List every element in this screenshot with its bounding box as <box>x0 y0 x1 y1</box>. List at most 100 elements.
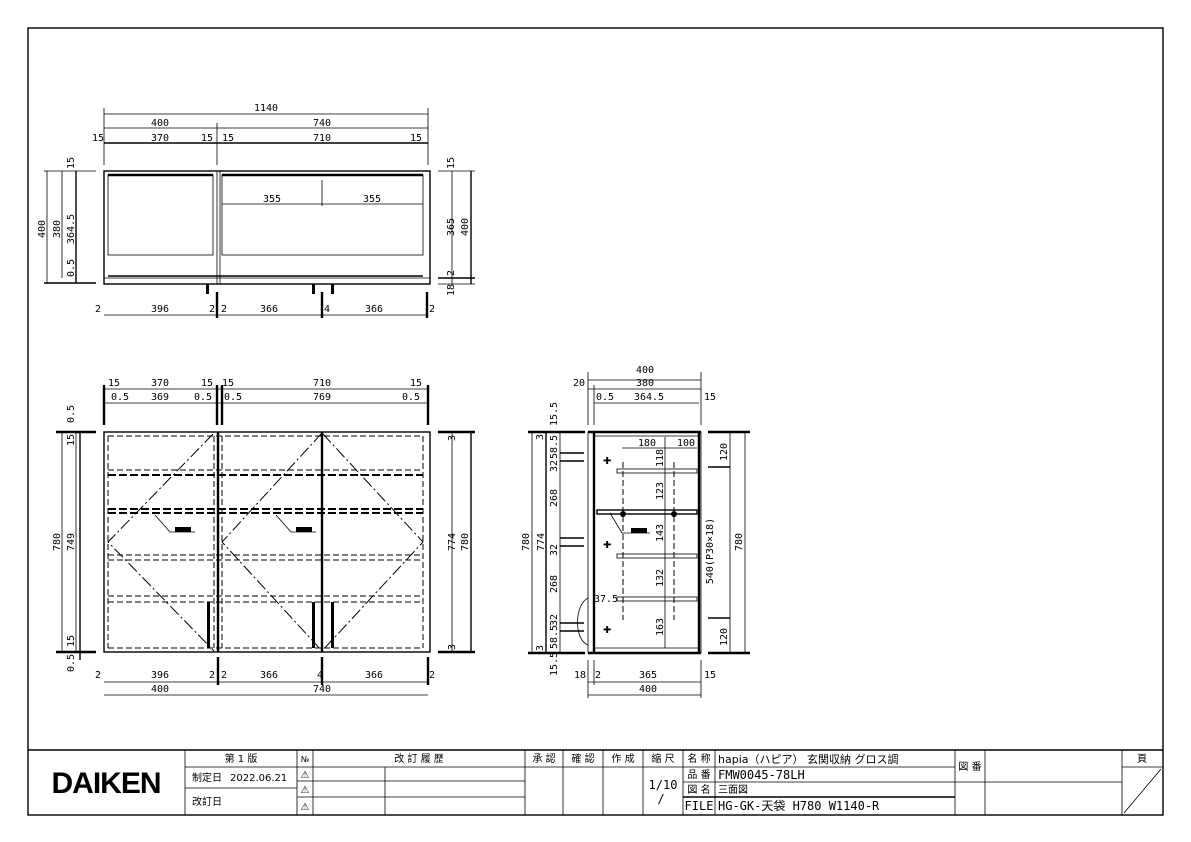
dimension-label: 268 <box>549 575 560 593</box>
handle-icon <box>312 284 315 294</box>
dimension-label: 749 <box>66 533 77 551</box>
shelf <box>616 468 698 474</box>
dimension-label: 774 <box>447 533 458 551</box>
dimension-label: 120 <box>719 443 730 461</box>
leader-label-icon <box>631 528 647 533</box>
dimension-label: 0.5 <box>66 259 77 277</box>
dimension-label: 32 <box>549 460 560 472</box>
dimension-label: 369 <box>151 392 169 403</box>
handle-icon <box>207 602 210 648</box>
part-label: 品 番 <box>687 769 710 781</box>
dimension-label: 15 <box>410 133 422 144</box>
revision-triangle-icon: ⚠ <box>301 770 310 781</box>
checked-header: 確 認 <box>571 752 594 765</box>
dimension-label: 15 <box>108 378 120 389</box>
dimension-label: 2 <box>209 670 215 681</box>
scale-header: 縮 尺 <box>651 752 674 765</box>
dimension-label: 15 <box>201 133 213 144</box>
dimension-label: 15 <box>66 635 77 647</box>
front-outline <box>103 431 431 653</box>
dimension-label: 118 <box>655 449 666 467</box>
dimension-label: 4 <box>324 304 330 315</box>
dimension-label: 163 <box>655 618 666 636</box>
dimension-label: 366 <box>365 304 383 315</box>
plan-outline <box>103 170 431 285</box>
shelf <box>616 553 698 559</box>
dimension-label: 20 <box>573 378 585 389</box>
dimension-label: 32 <box>549 544 560 556</box>
dimension-label: 400 <box>636 365 654 376</box>
dimension-label: 0.5 <box>224 392 242 403</box>
plan-view <box>44 108 475 318</box>
file-value: HG-GK-天袋 H780 W1140-R <box>718 799 880 813</box>
name-value: hapia（ハピア） 玄関収納 グロス調 <box>718 752 898 766</box>
revised-label: 改訂日 <box>192 795 222 808</box>
dimension-label: 15 <box>222 133 234 144</box>
dimension-label: 15 <box>704 670 716 681</box>
dimension-label: 4 <box>317 670 323 681</box>
dimension-label: 100 <box>677 438 695 449</box>
dimension-label: 2 <box>95 304 101 315</box>
dimension-label: 3 <box>535 645 546 651</box>
drawing-no-label: 図 番 <box>958 761 981 773</box>
leader-label-icon <box>296 527 312 532</box>
dimension-label: 780 <box>52 533 63 551</box>
dimension-label: 740 <box>313 118 331 129</box>
handle-icon <box>331 602 334 648</box>
dimension-label: 364.5 <box>66 214 77 244</box>
dimension-label: 15 <box>66 157 77 169</box>
dimension-label: 370 <box>151 133 169 144</box>
dimension-label: 268 <box>549 489 560 507</box>
dimension-label: 396 <box>151 304 169 315</box>
page-label: 頁 <box>1137 753 1147 765</box>
dimension-label: 120 <box>719 628 730 646</box>
dimension-label: 0.5 <box>596 392 614 403</box>
hinge-icon: ✚ <box>603 621 611 637</box>
dimension-label: 2 <box>209 304 215 315</box>
dimension-label: 15 <box>410 378 422 389</box>
page-diagonal <box>1123 768 1162 814</box>
scale-sub: / <box>657 792 664 806</box>
dimension-label: 780 <box>734 533 745 551</box>
approved-header: 承 認 <box>532 752 555 765</box>
dimension-label: 143 <box>655 524 666 542</box>
dimension-label: 2 <box>95 670 101 681</box>
dimension-label: 2 <box>429 304 435 315</box>
hinge-icon: ✚ <box>603 536 611 552</box>
dimension-label: 58.5 <box>549 625 560 649</box>
dimension-label: 3 <box>535 434 546 440</box>
dimension-label: 380 <box>52 220 63 238</box>
dimension-label: 18 <box>446 284 457 296</box>
daiken-logo: DAIKEN <box>51 767 160 800</box>
established-date: 2022.06.21 <box>230 773 287 784</box>
dimension-label: 2 <box>221 304 227 315</box>
dimension-label: 15.5 <box>549 402 560 426</box>
dimension-label: 0.5 <box>402 392 420 403</box>
established-label: 制定日 <box>192 771 222 784</box>
dimension-label: 58.5 <box>549 435 560 459</box>
dimension-label: 355 <box>263 194 281 205</box>
drawing-label: 図 名 <box>687 783 710 796</box>
dimension-label: 780 <box>460 533 471 551</box>
revision-triangle-icon: ⚠ <box>301 802 310 813</box>
dimension-label: 769 <box>313 392 331 403</box>
dimension-label: 2 <box>221 670 227 681</box>
dimension-label: 3 <box>447 435 458 441</box>
dimension-label: 366 <box>365 670 383 681</box>
drawing-value: 三面図 <box>718 784 748 796</box>
sheet-border <box>27 27 1164 816</box>
dimension-label: 0.5 <box>194 392 212 403</box>
dimension-label: 15 <box>446 157 457 169</box>
dimension-label: 365 <box>639 670 657 681</box>
dimension-label: 366 <box>260 670 278 681</box>
dimension-label: 1140 <box>254 103 278 114</box>
dimension-label: 0.5 <box>66 405 77 423</box>
dimension-label: 2 <box>446 270 457 276</box>
dimension-label: 380 <box>636 378 654 389</box>
dimension-label: 37.5 <box>594 594 618 605</box>
part-value: FMW0045-78LH <box>718 768 805 782</box>
dimension-label: 15 <box>222 378 234 389</box>
dimension-label: 0.5 <box>111 392 129 403</box>
